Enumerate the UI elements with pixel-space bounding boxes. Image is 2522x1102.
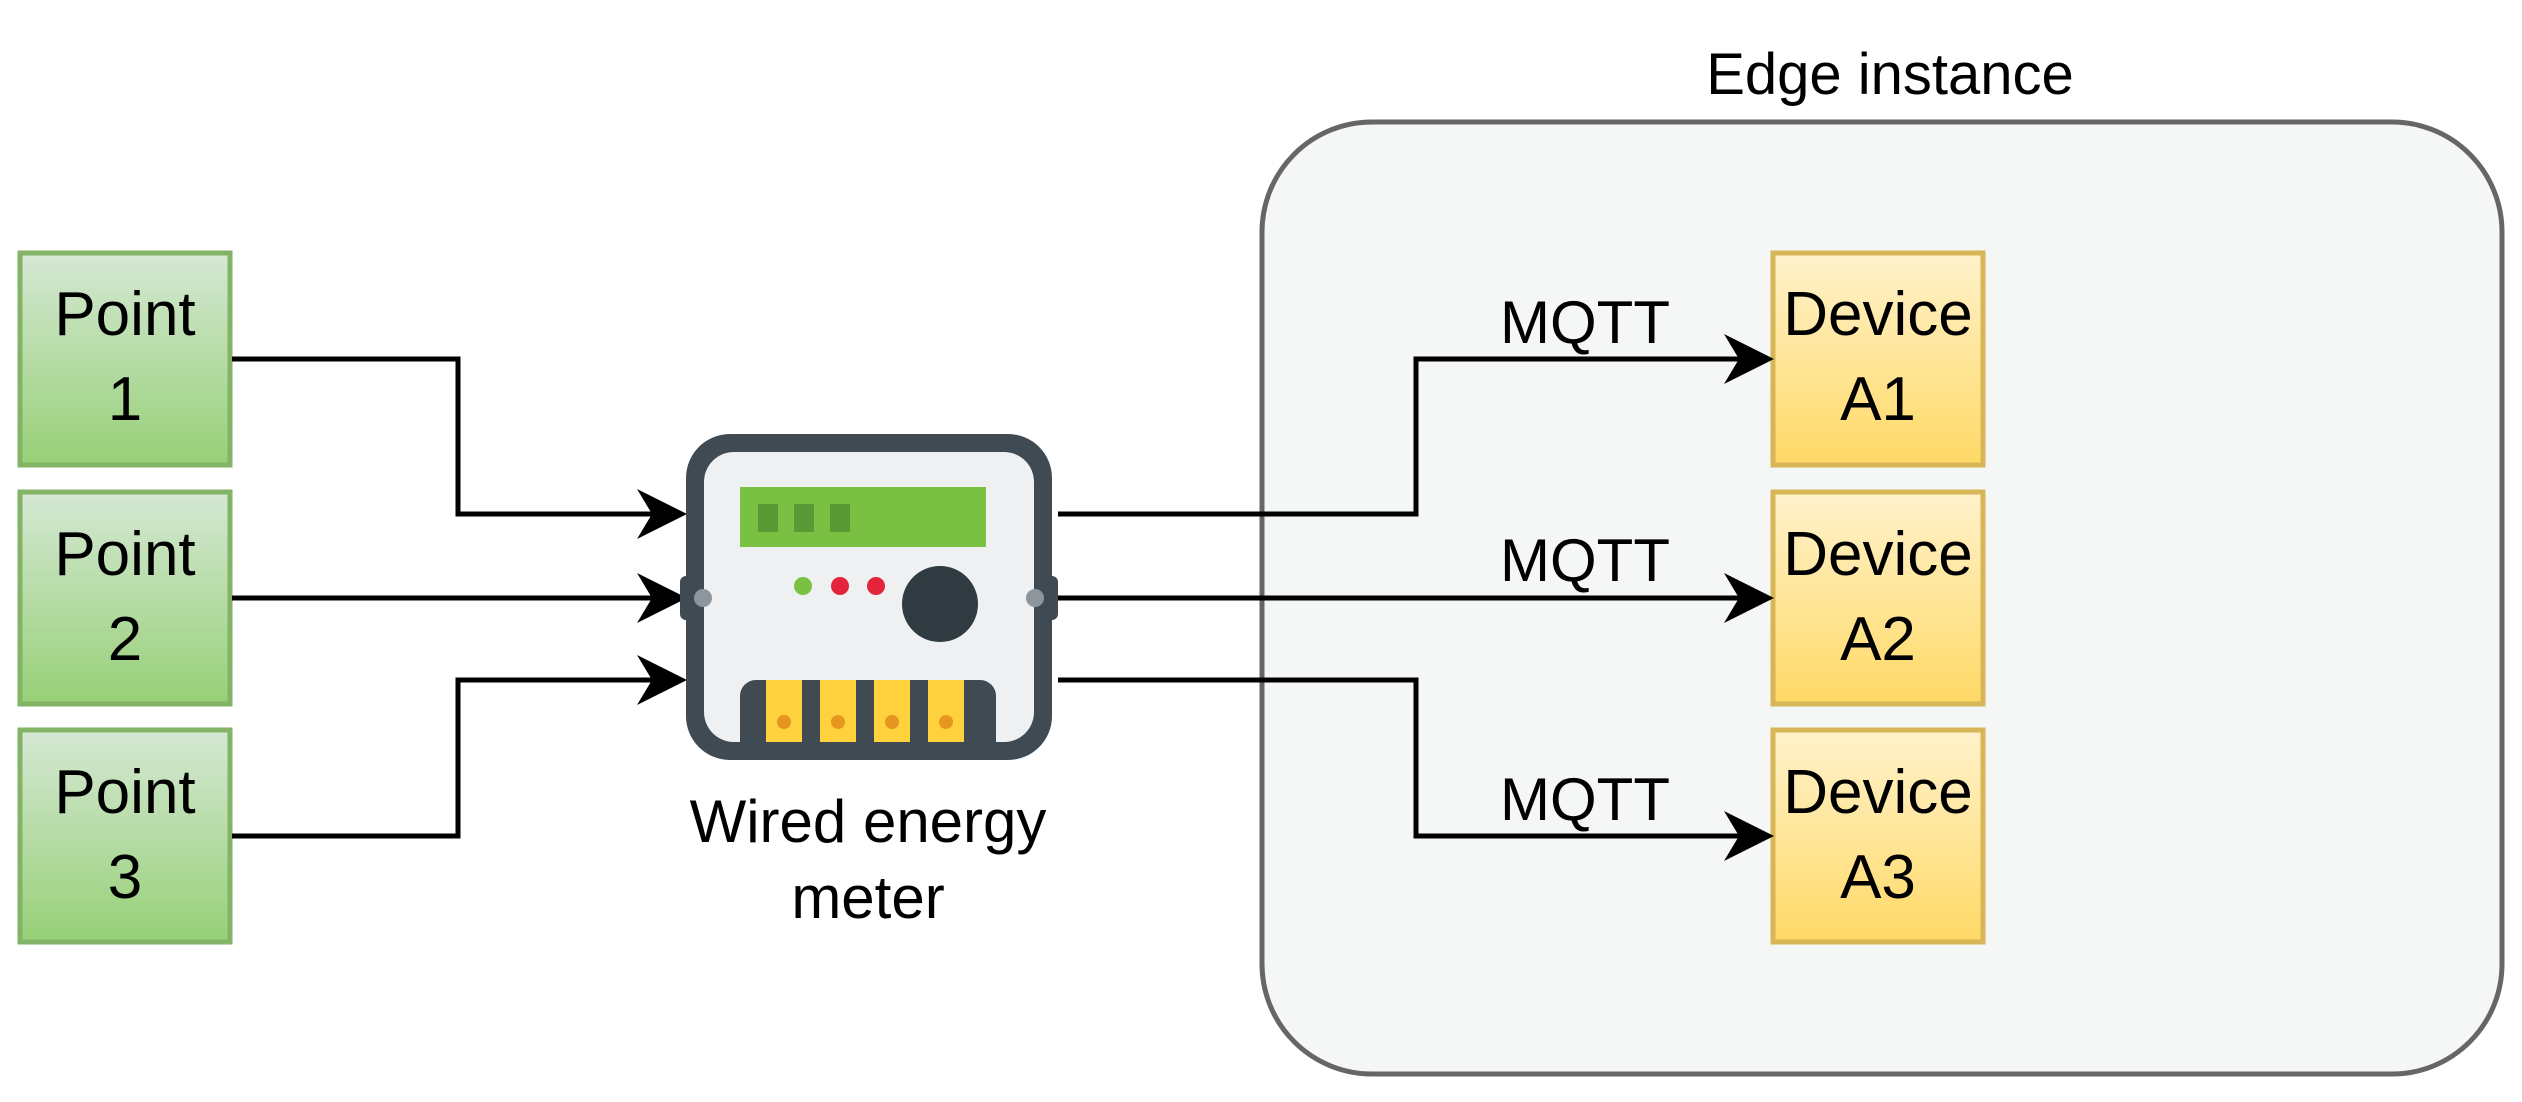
device-label-a3-line1: Device xyxy=(1783,758,1973,827)
point-label-3-line2: 3 xyxy=(108,843,142,912)
device-label-a2-line1: Device xyxy=(1783,520,1973,589)
edge-instance-label: Edge instance xyxy=(1706,42,2074,107)
device-label-a1-line2: A1 xyxy=(1840,365,1916,434)
meter-label-line1: Wired energy xyxy=(690,788,1047,855)
meter-label-line2: meter xyxy=(791,864,944,931)
point-box-3: Point 3 xyxy=(17,727,233,945)
device-box-a3: Device A3 xyxy=(1770,727,1986,945)
device-label-a2-line2: A2 xyxy=(1840,605,1916,674)
point-box-2: Point 2 xyxy=(17,489,233,707)
point-label-3-line1: Point xyxy=(54,758,195,827)
point-label-2-line1: Point xyxy=(54,520,195,589)
device-box-a2: Device A2 xyxy=(1770,489,1986,707)
connector-meter-to-a1 xyxy=(1058,334,1774,517)
device-box-a1: Device A1 xyxy=(1770,250,1986,468)
point-box-1: Point 1 xyxy=(17,250,233,468)
point-label-1-line1: Point xyxy=(54,280,195,349)
point-label-1-line2: 1 xyxy=(108,365,142,434)
mqtt-label-a3: MQTT xyxy=(1500,766,1670,833)
mqtt-label-a1: MQTT xyxy=(1500,289,1670,356)
mqtt-label-a2: MQTT xyxy=(1500,527,1670,594)
energy-meter-icon xyxy=(680,434,1058,760)
point-label-2-line2: 2 xyxy=(108,605,142,674)
device-label-a3-line2: A3 xyxy=(1840,843,1916,912)
device-label-a1-line1: Device xyxy=(1783,280,1973,349)
connector-meter-to-a3 xyxy=(1058,677,1774,861)
connector-point3-to-meter xyxy=(232,655,687,839)
connector-point1-to-meter xyxy=(232,356,687,539)
